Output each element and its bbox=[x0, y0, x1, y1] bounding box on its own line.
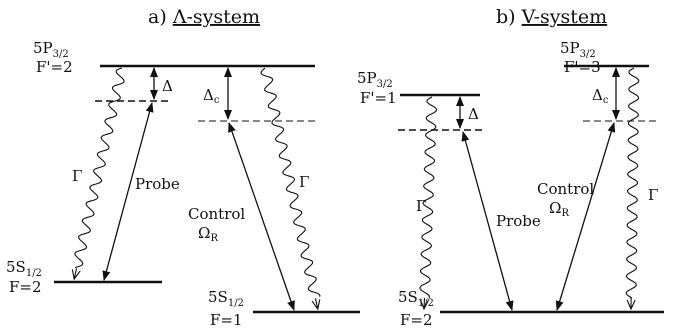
lambda-control-label: Control bbox=[188, 205, 245, 223]
lambda-title: a) Λ-system bbox=[148, 6, 260, 28]
v-detuning-c-label: Δc bbox=[592, 86, 609, 106]
lambda-probe-arrow bbox=[102, 102, 154, 281]
lambda-decay-left-label: Γ bbox=[72, 167, 82, 185]
lambda-upper-f-label: F'=2 bbox=[36, 58, 73, 76]
v-ground-label: 5S1/2 bbox=[398, 288, 434, 309]
v-upper-right-f-label: F'=3 bbox=[564, 58, 601, 76]
v-control-label: Control bbox=[537, 180, 594, 198]
v-ground-f-label: F=2 bbox=[400, 311, 433, 329]
v-detuning-label: Δ bbox=[468, 105, 479, 123]
v-decay-left-wavy bbox=[419, 96, 438, 311]
lambda-detuning-label: Δ bbox=[162, 77, 173, 95]
v-decay-right-label: Γ bbox=[648, 186, 658, 204]
lambda-upper-state-label: 5P3/2 bbox=[33, 39, 69, 60]
lambda-ground-right-label: 5S1/2 bbox=[208, 288, 244, 309]
v-title: b) V-system bbox=[496, 6, 607, 28]
lambda-system-panel: a) Λ-system 5P3/2 F'=2 5S1/2 F=2 5S1/2 F… bbox=[6, 6, 360, 329]
v-omega-label: ΩR bbox=[549, 199, 569, 219]
v-upper-left-f-label: F'=1 bbox=[360, 89, 397, 107]
lambda-decay-left-wavy bbox=[71, 67, 125, 281]
lambda-ground-left-f-label: F=2 bbox=[9, 278, 42, 296]
lambda-decay-right-label: Γ bbox=[299, 173, 309, 191]
lambda-probe-label: Probe bbox=[135, 175, 180, 193]
v-system-panel: b) V-system 5P3/2 F'=1 5P3/2 F'=3 5S1/2 … bbox=[357, 6, 664, 329]
lambda-ground-left-label: 5S1/2 bbox=[6, 258, 42, 279]
lambda-ground-right-f-label: F=1 bbox=[210, 311, 243, 329]
v-decay-left-label: Γ bbox=[416, 197, 426, 215]
lambda-omega-label: ΩR bbox=[198, 224, 218, 244]
lambda-detuning-c-label: Δc bbox=[203, 86, 220, 106]
v-probe-arrow bbox=[461, 131, 514, 311]
lambda-decay-right-wavy bbox=[260, 67, 321, 311]
lambda-control-arrow bbox=[228, 122, 295, 311]
v-control-arrow bbox=[555, 122, 616, 311]
v-upper-left-label: 5P3/2 bbox=[357, 69, 393, 90]
v-probe-label: Probe bbox=[496, 212, 541, 230]
v-upper-right-label: 5P3/2 bbox=[560, 39, 596, 60]
v-decay-right-wavy bbox=[625, 67, 640, 311]
